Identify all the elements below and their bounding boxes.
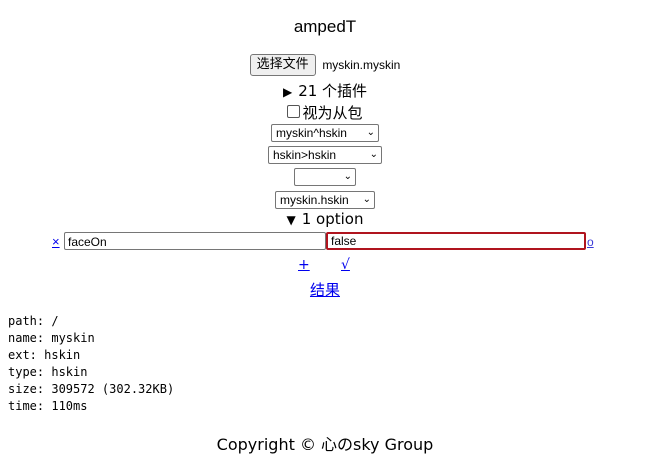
mapping-select-2[interactable]: hskin>hskin ⌄ — [268, 146, 382, 164]
output-select[interactable]: myskin.hskin ⌄ — [275, 191, 375, 209]
mapping-select-3[interactable]: ⌄ — [294, 168, 356, 186]
mapping-select-2-value: hskin>hskin — [273, 148, 337, 162]
collapse-triangle-icon: ▼ — [286, 213, 296, 227]
chevron-down-icon: ⌄ — [362, 194, 371, 205]
slave-package-option: 视为从包 — [0, 102, 650, 123]
plugins-summary-label: 21 个插件 — [298, 82, 368, 100]
chevron-down-icon: ⌄ — [369, 149, 378, 160]
mapping-select-1-value: myskin^hskin — [276, 126, 347, 140]
slave-package-label[interactable]: 视为从包 — [302, 104, 363, 122]
options-summary-label: 1 option — [301, 210, 364, 228]
chevron-down-icon: ⌄ — [366, 127, 375, 138]
output-select-value: myskin.hskin — [280, 193, 349, 207]
info-name: name: myskin — [8, 331, 95, 345]
slave-package-checkbox[interactable] — [287, 105, 301, 118]
plugins-summary[interactable]: ▶ 21 个插件 — [0, 80, 650, 101]
option-row: × faceOn false o — [52, 232, 602, 252]
option-value-input[interactable]: false — [326, 232, 586, 250]
option-key-input[interactable]: faceOn — [64, 232, 326, 250]
select-row-1: myskin^hskin ⌄ — [0, 124, 650, 142]
info-time: time: 110ms — [8, 399, 88, 413]
option-actions: + √ — [0, 257, 650, 275]
add-option-link[interactable]: + — [298, 257, 310, 273]
chevron-down-icon: ⌄ — [343, 171, 352, 182]
result-row: 结果 — [0, 279, 650, 300]
select-row-4: myskin.hskin ⌄ — [0, 191, 650, 209]
page-title: ampedT — [293, 17, 357, 36]
result-link[interactable]: 结果 — [309, 281, 340, 299]
choose-file-button[interactable]: 选择文件 — [249, 54, 316, 76]
info-type: type: hskin — [8, 365, 88, 379]
select-row-3: ⌄ — [0, 168, 650, 191]
options-summary[interactable]: ▼ 1 option — [0, 210, 650, 228]
expand-triangle-icon: ▶ — [282, 85, 293, 99]
file-info: path: / name: myskin ext: hskin type: hs… — [8, 313, 174, 415]
confirm-link[interactable]: √ — [341, 257, 350, 273]
copyright-footer: Copyright © 心のsky Group — [216, 435, 434, 454]
info-ext: ext: hskin — [8, 348, 81, 362]
selected-file-name: myskin.myskin — [322, 58, 401, 72]
open-option-link[interactable]: o — [587, 235, 594, 249]
info-size: size: 309572 (302.32KB) — [8, 382, 175, 396]
select-row-2: hskin>hskin ⌄ — [0, 146, 650, 164]
info-path: path: / — [8, 314, 59, 328]
mapping-select-1[interactable]: myskin^hskin ⌄ — [271, 124, 379, 142]
file-picker-row: 选择文件 myskin.myskin — [0, 54, 650, 76]
remove-option-link[interactable]: × — [52, 234, 60, 249]
